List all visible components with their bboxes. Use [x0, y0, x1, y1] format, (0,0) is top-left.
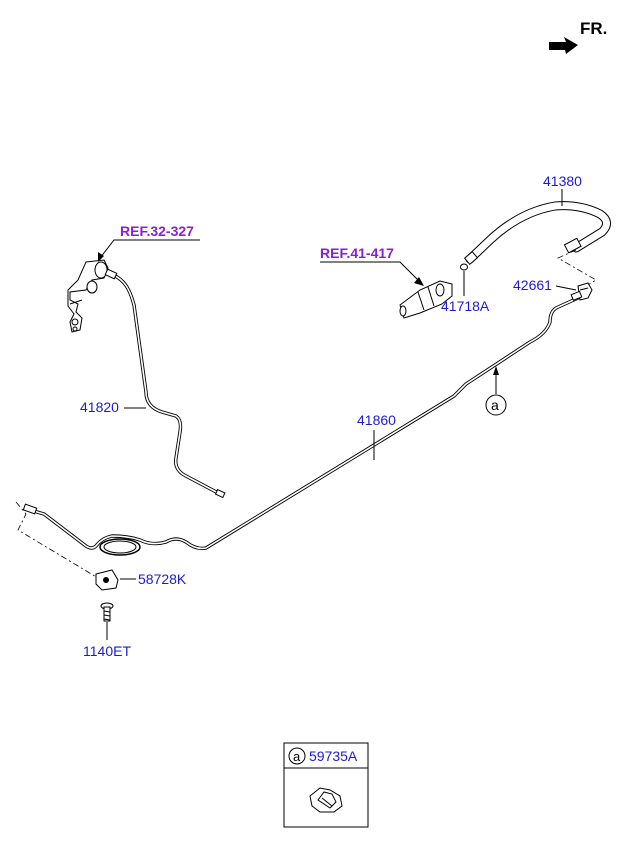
ref2-arrowhead-icon: [414, 277, 424, 286]
hose-connection-line: [557, 249, 597, 287]
front-label: FR.: [580, 19, 607, 38]
clip-59735A-icon: [309, 787, 343, 813]
hose-41380: [463, 201, 611, 265]
legend-callout-circle: [288, 747, 306, 765]
part-number-42661[interactable]: 42661: [513, 277, 552, 293]
part-number-41380[interactable]: 41380: [543, 173, 582, 189]
bleeder-oring-41718A: [460, 263, 468, 271]
bracket-58728K: [95, 569, 119, 591]
part-number-1140ET[interactable]: 1140ET: [83, 643, 131, 659]
ref1-leader: [99, 239, 200, 259]
ref1-arrowhead-icon: [98, 252, 104, 262]
reference-label-32-327[interactable]: REF.32-327: [120, 223, 194, 239]
part-number-41718A[interactable]: 41718A: [441, 298, 490, 314]
part-number-58728K[interactable]: 58728K: [138, 571, 187, 587]
tube-41860: [22, 290, 583, 556]
part-number-41860[interactable]: 41860: [357, 412, 396, 428]
bolt-1140ET: [100, 602, 114, 622]
legend-part-number-59735A[interactable]: 59735A: [309, 748, 358, 764]
front-direction-indicator: FR.: [549, 19, 607, 54]
callout-letter: a: [491, 397, 499, 413]
legend-box: a 59735A: [283, 742, 369, 828]
part-number-41820[interactable]: 41820: [80, 399, 119, 415]
front-arrow-icon: [549, 37, 578, 54]
reference-label-41-417[interactable]: REF.41-417: [320, 245, 394, 261]
clutch-master-cylinder: [67, 259, 109, 333]
leader-42661: [555, 285, 577, 291]
tube-end-connection-line: [15, 501, 99, 579]
tube-41820: [104, 268, 226, 499]
callout-arrowhead-icon: [493, 366, 499, 375]
ref2-leader: [320, 261, 421, 283]
legend-callout-letter: a: [293, 749, 301, 764]
clutch-release-cylinder: [399, 280, 453, 319]
callout-circle[interactable]: [485, 394, 507, 416]
